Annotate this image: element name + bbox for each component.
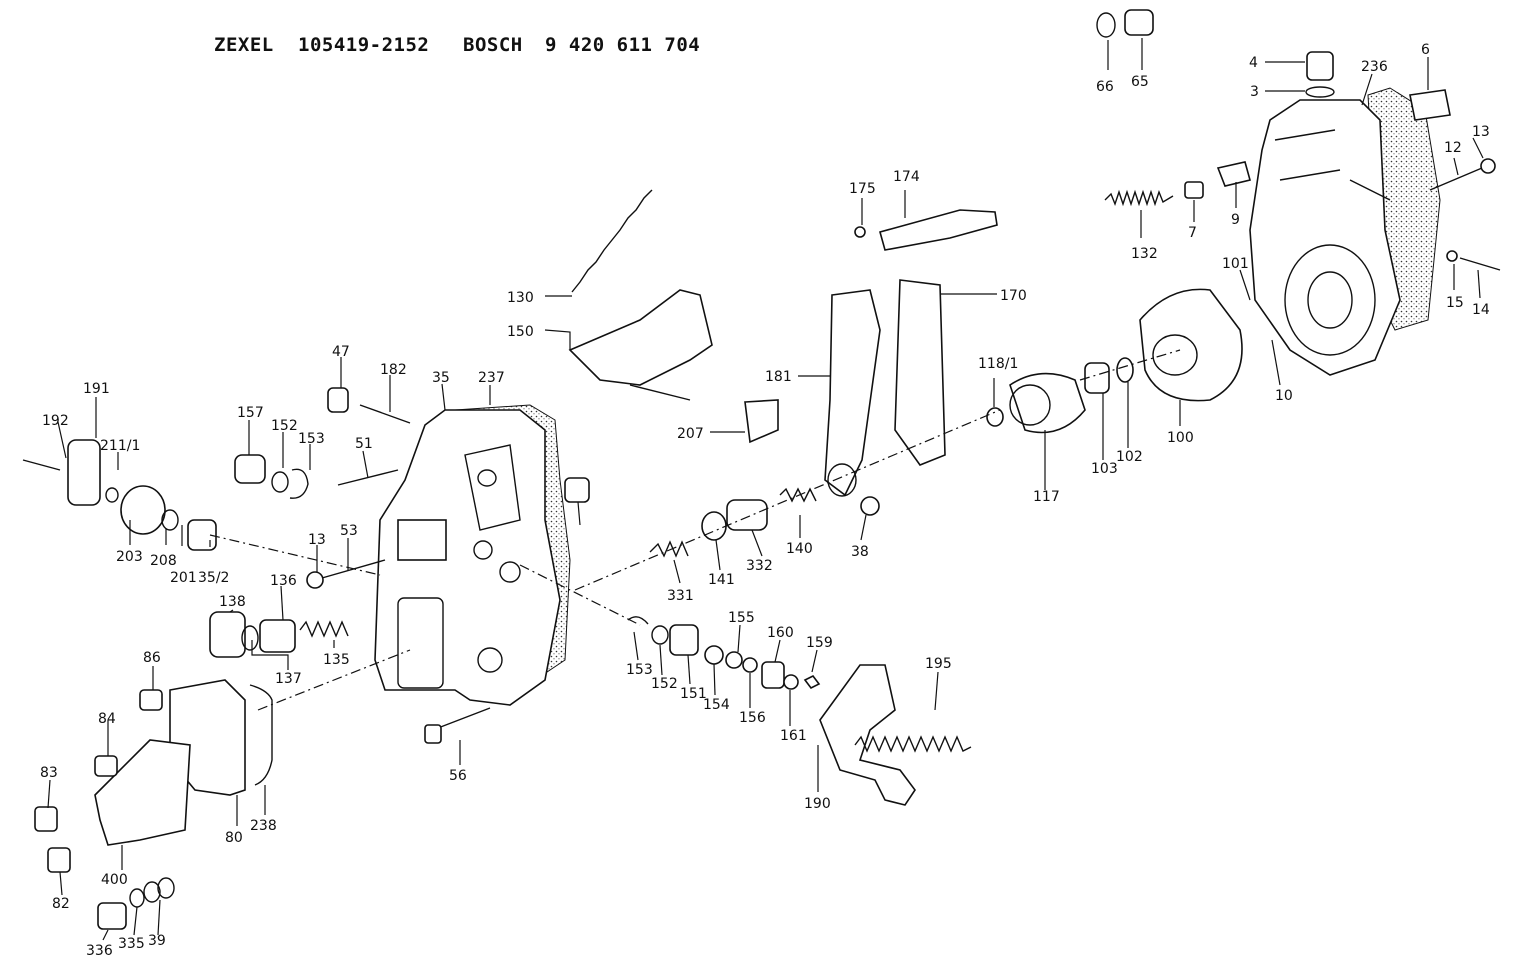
part-label: 4 [1249,55,1258,71]
part-label: 150 [507,324,534,340]
part-label: 86 [143,650,161,666]
part-label: 336 [86,943,113,959]
part-label: 13 [308,532,326,548]
part-label: 160 [767,625,794,641]
part-label: 161 [780,728,807,744]
part-label: 9 [1231,212,1240,228]
part-label: 191 [83,381,110,397]
part-label: 47 [332,344,350,360]
leader-lines [47,38,1484,941]
part-label: 236 [1361,59,1388,75]
part-label: 238 [250,818,277,834]
part-label: 237 [478,370,505,386]
header-brand-number: 9 420 611 704 [545,34,701,56]
part-label: 140 [786,541,813,557]
part-label: 65 [1131,74,1149,90]
part-label: 141 [708,572,735,588]
part-label: 136 [270,573,297,589]
part-label: 130 [507,290,534,306]
part-label: 82 [52,896,70,912]
part-label: 135 [323,652,350,668]
part-label: 3 [1250,84,1259,100]
part-label: 151 [680,686,707,702]
part-label: 39 [148,933,166,949]
part-label: 80 [225,830,243,846]
part-label: 15 [1446,295,1464,311]
part-label: 7 [1188,225,1197,241]
part-label: 155 [728,610,755,626]
part-label: 153 [298,431,325,447]
part-label: 66 [1096,79,1114,95]
part-label: 117 [1033,489,1060,505]
part-label: 10 [1275,388,1293,404]
part-label: 174 [893,169,920,185]
header-maker: ZEXEL [214,34,274,56]
part-label: 14 [1472,302,1490,318]
part-label: 192 [42,413,69,429]
header-maker-number: 105419-2152 [298,34,430,56]
part-label: 56 [449,768,467,784]
part-label: 207 [677,426,704,442]
part-label: 38 [851,544,869,560]
part-label: 203 [116,549,143,565]
part-label: 159 [806,635,833,651]
part-label: 100 [1167,430,1194,446]
part-label: 101 [1222,256,1249,272]
part-label: 208 [150,553,177,569]
part-label: 84 [98,711,116,727]
part-label: 13 [1472,124,1490,140]
part-label: 154 [703,697,730,713]
part-label: 83 [40,765,58,781]
part-label: 137 [275,671,302,687]
part-label: 35 [432,370,450,386]
part-label: 190 [804,796,831,812]
part-label: 53 [340,523,358,539]
part-label: 156 [739,710,766,726]
part-label: 138 [219,594,246,610]
part-label: 6 [1421,42,1430,58]
part-label: 132 [1131,246,1158,262]
part-label: 35/2 [198,570,229,586]
part-label: 332 [746,558,773,574]
part-label: 335 [118,936,145,952]
part-label: 12 [1444,140,1462,156]
part-label: 195 [925,656,952,672]
part-label: 331 [667,588,694,604]
header-brand: BOSCH [463,34,523,56]
part-label: 102 [1116,449,1143,465]
part-label: 400 [101,872,128,888]
part-label: 157 [237,405,264,421]
part-label: 152 [651,676,678,692]
part-labels: 66 65 4 3 236 6 13 12 9 7 132 14 15 101 … [40,42,1490,959]
part-label: 153 [626,662,653,678]
part-label: 182 [380,362,407,378]
part-label: 175 [849,181,876,197]
part-label: 201 [170,570,197,586]
part-label: 103 [1091,461,1118,477]
part-label: 181 [765,369,792,385]
parts-artwork [22,9,1501,930]
part-label: 152 [271,418,298,434]
part-label: 118/1 [978,356,1018,372]
part-label: 211/1 [100,438,140,454]
part-label: 51 [355,436,373,452]
part-label: 170 [1000,288,1027,304]
